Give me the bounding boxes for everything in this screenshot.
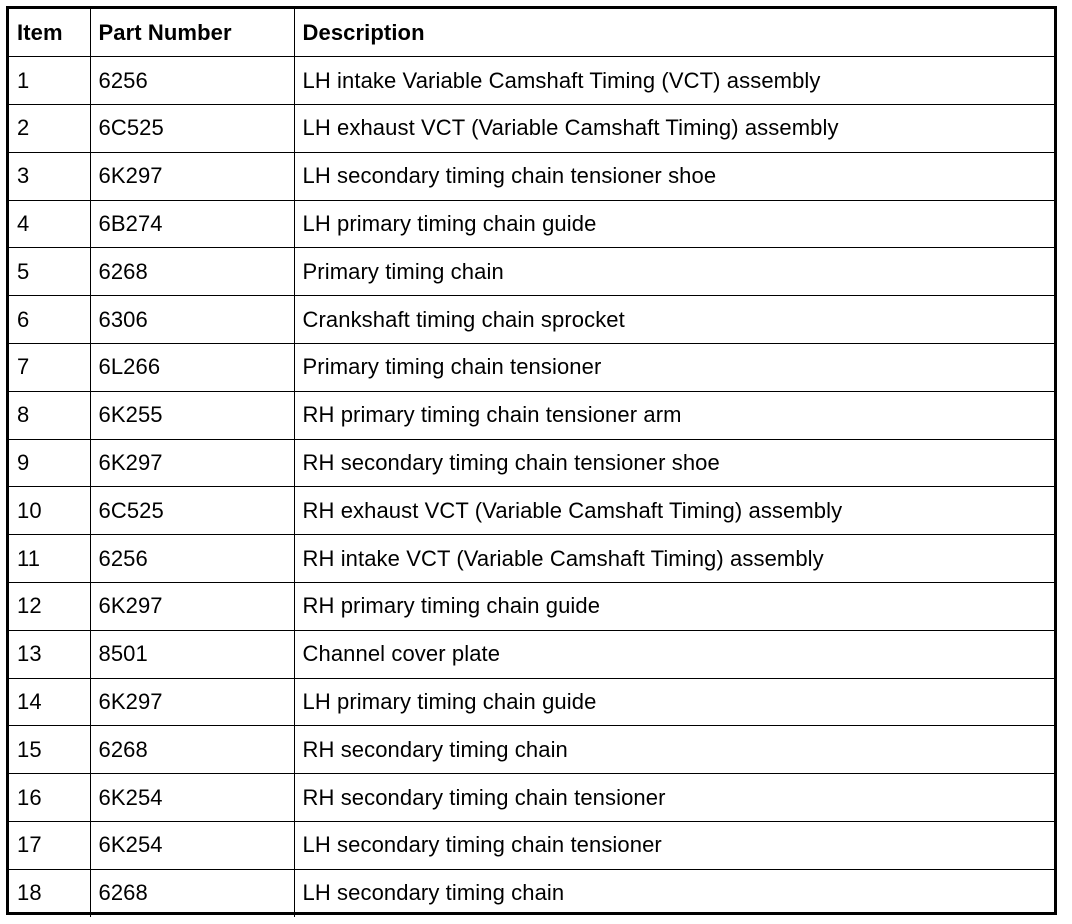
part-number-cell: 6B274 xyxy=(89,199,295,249)
header-part-number: Part Number xyxy=(89,9,295,58)
description-cell: LH secondary timing chain tensioner shoe xyxy=(293,151,1054,201)
part-number-cell: 6K254 xyxy=(89,821,295,870)
header-row: Item Part Number Description xyxy=(9,9,1054,58)
part-number-cell: 6C525 xyxy=(89,486,295,536)
item-cell: 15 xyxy=(9,725,91,775)
item-cell: 17 xyxy=(9,821,91,870)
description-cell: RH intake VCT (Variable Camshaft Timing)… xyxy=(293,534,1054,584)
item-cell: 4 xyxy=(9,199,91,249)
description-cell: LH exhaust VCT (Variable Camshaft Timing… xyxy=(293,104,1054,153)
description-cell: RH primary timing chain tensioner arm xyxy=(293,390,1054,440)
description-cell: Crankshaft timing chain sprocket xyxy=(293,295,1054,345)
part-number-cell: 6C525 xyxy=(89,104,295,153)
item-cell: 5 xyxy=(9,247,91,297)
item-cell: 9 xyxy=(9,438,91,488)
description-cell: LH secondary timing chain xyxy=(293,868,1054,918)
part-number-cell: 6K297 xyxy=(89,677,295,727)
item-cell: 7 xyxy=(9,343,91,392)
description-cell: LH primary timing chain guide xyxy=(293,677,1054,727)
description-cell: LH secondary timing chain tensioner xyxy=(293,821,1054,870)
description-cell: LH intake Variable Camshaft Timing (VCT)… xyxy=(293,56,1054,106)
item-cell: 3 xyxy=(9,151,91,201)
part-number-cell: 6268 xyxy=(89,247,295,297)
description-cell: RH exhaust VCT (Variable Camshaft Timing… xyxy=(293,486,1054,536)
part-number-cell: 6256 xyxy=(89,56,295,106)
part-number-cell: 8501 xyxy=(89,629,295,679)
table-header: Item Part Number Description xyxy=(9,9,1054,58)
item-cell: 10 xyxy=(9,486,91,536)
description-cell: RH secondary timing chain tensioner shoe xyxy=(293,438,1054,488)
description-cell: RH secondary timing chain tensioner xyxy=(293,773,1054,823)
item-cell: 14 xyxy=(9,677,91,727)
item-cell: 16 xyxy=(9,773,91,823)
part-number-cell: 6268 xyxy=(89,725,295,775)
description-cell: Primary timing chain tensioner xyxy=(293,343,1054,392)
item-cell: 13 xyxy=(9,629,91,679)
item-cell: 12 xyxy=(9,582,91,631)
part-number-cell: 6K297 xyxy=(89,438,295,488)
part-number-cell: 6306 xyxy=(89,295,295,345)
description-cell: Channel cover plate xyxy=(293,629,1054,679)
item-cell: 2 xyxy=(9,104,91,153)
description-cell: Primary timing chain xyxy=(293,247,1054,297)
header-description: Description xyxy=(293,9,1054,58)
description-cell: RH primary timing chain guide xyxy=(293,582,1054,631)
header-item: Item xyxy=(9,9,91,58)
description-cell: RH secondary timing chain xyxy=(293,725,1054,775)
part-number-cell: 6L266 xyxy=(89,343,295,392)
item-cell: 1 xyxy=(9,56,91,106)
part-number-cell: 6268 xyxy=(89,868,295,918)
item-cell: 11 xyxy=(9,534,91,584)
part-number-cell: 6K255 xyxy=(89,390,295,440)
item-cell: 6 xyxy=(9,295,91,345)
part-number-cell: 6K297 xyxy=(89,582,295,631)
item-cell: 8 xyxy=(9,390,91,440)
part-number-cell: 6256 xyxy=(89,534,295,584)
description-cell: LH primary timing chain guide xyxy=(293,199,1054,249)
part-number-cell: 6K254 xyxy=(89,773,295,823)
part-number-cell: 6K297 xyxy=(89,151,295,201)
item-cell: 18 xyxy=(9,868,91,918)
